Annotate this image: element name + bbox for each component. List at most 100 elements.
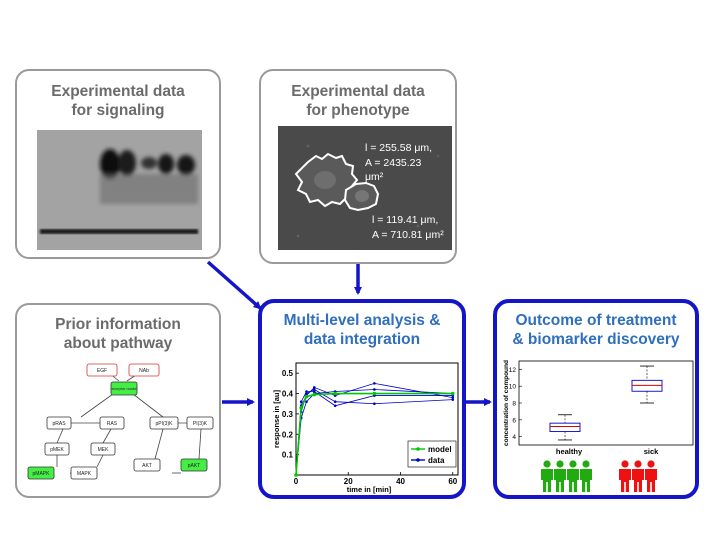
data-point xyxy=(305,400,308,403)
node-mapk-label: MAPK xyxy=(77,471,92,477)
node-ppi3k xyxy=(149,416,179,430)
x-tick-label: 60 xyxy=(448,477,457,486)
prior-title-line2: about pathway xyxy=(63,335,173,352)
box-y-tick-label: 12 xyxy=(509,367,517,374)
cell-2-area: A = 710.81 μm² xyxy=(372,229,444,241)
model-point xyxy=(299,406,304,410)
data-point xyxy=(373,382,376,385)
person-head xyxy=(647,460,655,468)
person-body xyxy=(645,469,657,492)
node-receptor xyxy=(110,381,138,396)
outcome-title: Outcome of treatment & biomarker discove… xyxy=(497,311,695,349)
node-pmek xyxy=(44,442,70,456)
analysis-title-line2: data integration xyxy=(303,331,421,348)
model-point xyxy=(312,392,317,397)
person-body xyxy=(554,469,566,492)
node-akt xyxy=(133,458,161,472)
node-egf-label: EGF xyxy=(97,368,107,374)
node-mek xyxy=(90,442,116,456)
node-receptor-label: receptor model xyxy=(111,386,138,391)
node-akt-label: AKT xyxy=(142,463,152,469)
analysis-title-line1: Multi-level analysis & xyxy=(283,312,441,329)
person-body xyxy=(632,469,644,492)
node-pras-label: pRAS xyxy=(52,421,66,427)
x-axis-label: time in [min] xyxy=(347,485,392,494)
y-tick-label: 0.1 xyxy=(282,451,294,460)
data-point xyxy=(373,388,376,391)
phenotype-title: Experimental data for phenotype xyxy=(261,82,455,120)
plot-area xyxy=(295,362,459,476)
category-label-healthy: healthy xyxy=(556,447,583,456)
data-point xyxy=(312,386,316,389)
x-tick-label: 20 xyxy=(344,477,353,486)
signaling-title-line2: for signaling xyxy=(71,102,165,119)
legend-label-model: model xyxy=(428,445,452,454)
sick-person-icon xyxy=(645,460,657,492)
person-head xyxy=(582,460,590,468)
outcome-box: Outcome of treatment & biomarker discove… xyxy=(493,299,699,499)
data-point xyxy=(373,402,376,406)
data-point xyxy=(333,400,337,403)
model-point xyxy=(304,394,309,399)
cell-1-area: A = 2435.23 xyxy=(365,157,422,169)
healthy-person-icon xyxy=(580,460,592,492)
node-pmapk-label: pMAPK xyxy=(33,471,51,477)
node-ras-label: RAS xyxy=(107,421,118,427)
legend-label-data: data xyxy=(428,456,445,465)
node-nab-label: NAb xyxy=(139,368,149,374)
node-pi3k xyxy=(186,416,214,430)
outcome-title-line2: & biomarker discovery xyxy=(512,331,680,348)
person-head xyxy=(569,460,577,468)
signaling-title: Experimental data for signaling xyxy=(17,82,219,120)
cell-microscopy-image: l = 255.58 μm, A = 2435.23 μm² l = 119.4… xyxy=(278,126,452,250)
node-pakt-label: pAKT xyxy=(188,463,201,469)
prior-title-line1: Prior information xyxy=(55,316,181,333)
data-point xyxy=(312,390,316,393)
box-y-tick-label: 4 xyxy=(512,434,516,441)
data-point xyxy=(312,388,316,391)
phenotype-title-line1: Experimental data xyxy=(291,83,425,100)
signaling-title-line1: Experimental data xyxy=(51,83,185,100)
sick-person-icon xyxy=(619,460,631,492)
y-tick-label: 0.2 xyxy=(282,430,294,439)
healthy-person-icon xyxy=(541,460,553,492)
node-pras xyxy=(46,416,72,430)
legend-marker-model xyxy=(416,447,420,451)
phenotype-title-line2: for phenotype xyxy=(306,102,410,119)
node-ppi3k-label: pPI(3)K xyxy=(156,421,174,427)
healthy-person-icon xyxy=(567,460,579,492)
x-tick-label: 0 xyxy=(294,477,299,486)
node-mek-label: MEK xyxy=(98,447,110,453)
x-tick-label: 40 xyxy=(396,477,405,486)
y-tick-label: 0.3 xyxy=(282,410,294,419)
box-y-tick-label: 6 xyxy=(512,417,516,424)
person-body xyxy=(580,469,592,492)
phenotype-data-box: Experimental data for phenotype l = 255.… xyxy=(259,69,457,264)
person-head xyxy=(556,460,564,468)
sick-person-icon xyxy=(632,460,644,492)
person-head xyxy=(543,460,551,468)
node-egf xyxy=(86,363,118,377)
y-axis-label: response in [au] xyxy=(272,390,281,448)
cell-2-length: l = 119.41 μm, xyxy=(372,214,438,226)
model-point xyxy=(372,391,377,396)
data-point xyxy=(451,396,455,399)
legend-marker-data xyxy=(416,458,420,462)
box-plot-area xyxy=(518,360,694,446)
y-tick-label: 0.5 xyxy=(282,369,294,378)
node-pi3k-label: PI(3)K xyxy=(193,421,208,427)
data-point xyxy=(299,400,303,403)
box-healthy xyxy=(549,422,581,433)
person-body xyxy=(619,469,631,492)
node-mapk xyxy=(70,466,98,480)
western-blot-image xyxy=(37,130,202,250)
person-head xyxy=(621,460,629,468)
prior-title: Prior information about pathway xyxy=(17,315,219,353)
legend-box xyxy=(407,440,457,468)
data-point xyxy=(333,404,337,408)
cell-1-length: l = 255.58 μm, xyxy=(365,142,432,154)
outcome-title-line1: Outcome of treatment xyxy=(515,312,677,329)
